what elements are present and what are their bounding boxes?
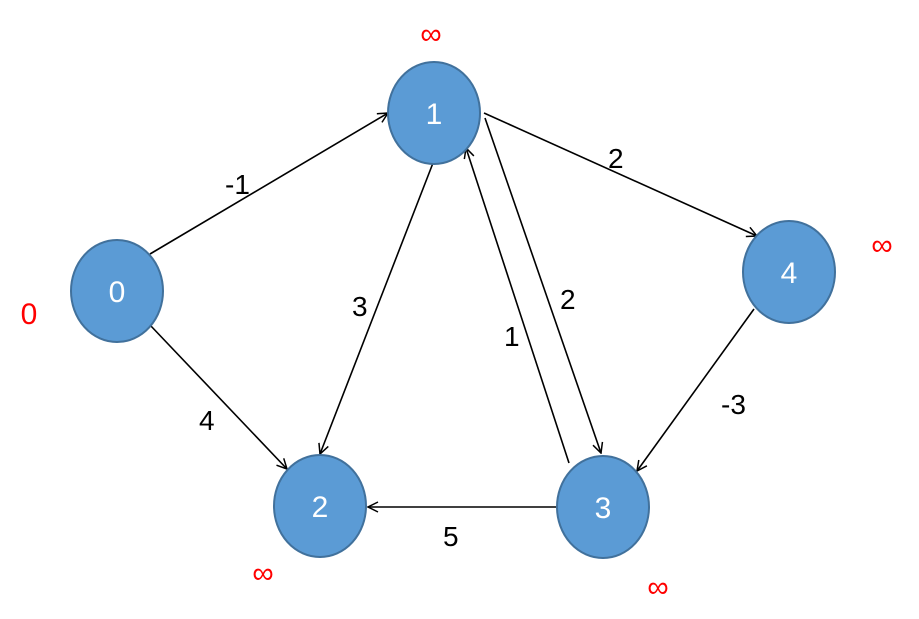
node-1: 1 <box>387 61 481 165</box>
edge-0-1 <box>149 113 388 255</box>
node-label-3: 3 <box>595 492 612 525</box>
edge-weight-4-3: -3 <box>721 389 746 420</box>
node-0: 0 <box>70 239 164 343</box>
edge-weight-0-2: 4 <box>199 405 215 436</box>
node-label-0: 0 <box>109 276 126 309</box>
node-label-2: 2 <box>312 491 329 524</box>
distance-labels: 0 ∞ ∞ ∞ ∞ <box>21 18 893 604</box>
node-3: 3 <box>556 455 650 559</box>
edge-weights: -1 4 3 2 1 2 -3 5 <box>199 143 746 552</box>
edge-weight-1-4: 2 <box>608 143 624 174</box>
edge-weight-3-2: 5 <box>443 521 459 552</box>
edge-1-4 <box>483 112 757 236</box>
edge-4-3 <box>637 308 755 471</box>
distance-label-4: ∞ <box>871 229 892 262</box>
distance-label-1: ∞ <box>420 18 441 51</box>
edge-1-2 <box>320 162 434 454</box>
node-2: 2 <box>273 454 367 558</box>
distance-label-2: ∞ <box>252 557 273 590</box>
nodes: 0 1 2 3 4 <box>70 61 836 559</box>
node-4: 4 <box>742 220 836 324</box>
node-label-1: 1 <box>426 98 443 131</box>
edge-1-3 <box>484 117 601 453</box>
edge-weight-0-1: -1 <box>225 169 250 200</box>
edge-weight-3-1: 1 <box>504 321 520 352</box>
node-label-4: 4 <box>781 257 798 290</box>
distance-label-0: 0 <box>21 298 38 331</box>
edge-weight-1-2: 3 <box>352 291 368 322</box>
edges <box>149 112 757 507</box>
edge-weight-1-3: 2 <box>560 284 576 315</box>
edge-3-1 <box>466 148 570 464</box>
distance-label-3: ∞ <box>647 571 668 604</box>
edge-0-2 <box>149 324 287 469</box>
